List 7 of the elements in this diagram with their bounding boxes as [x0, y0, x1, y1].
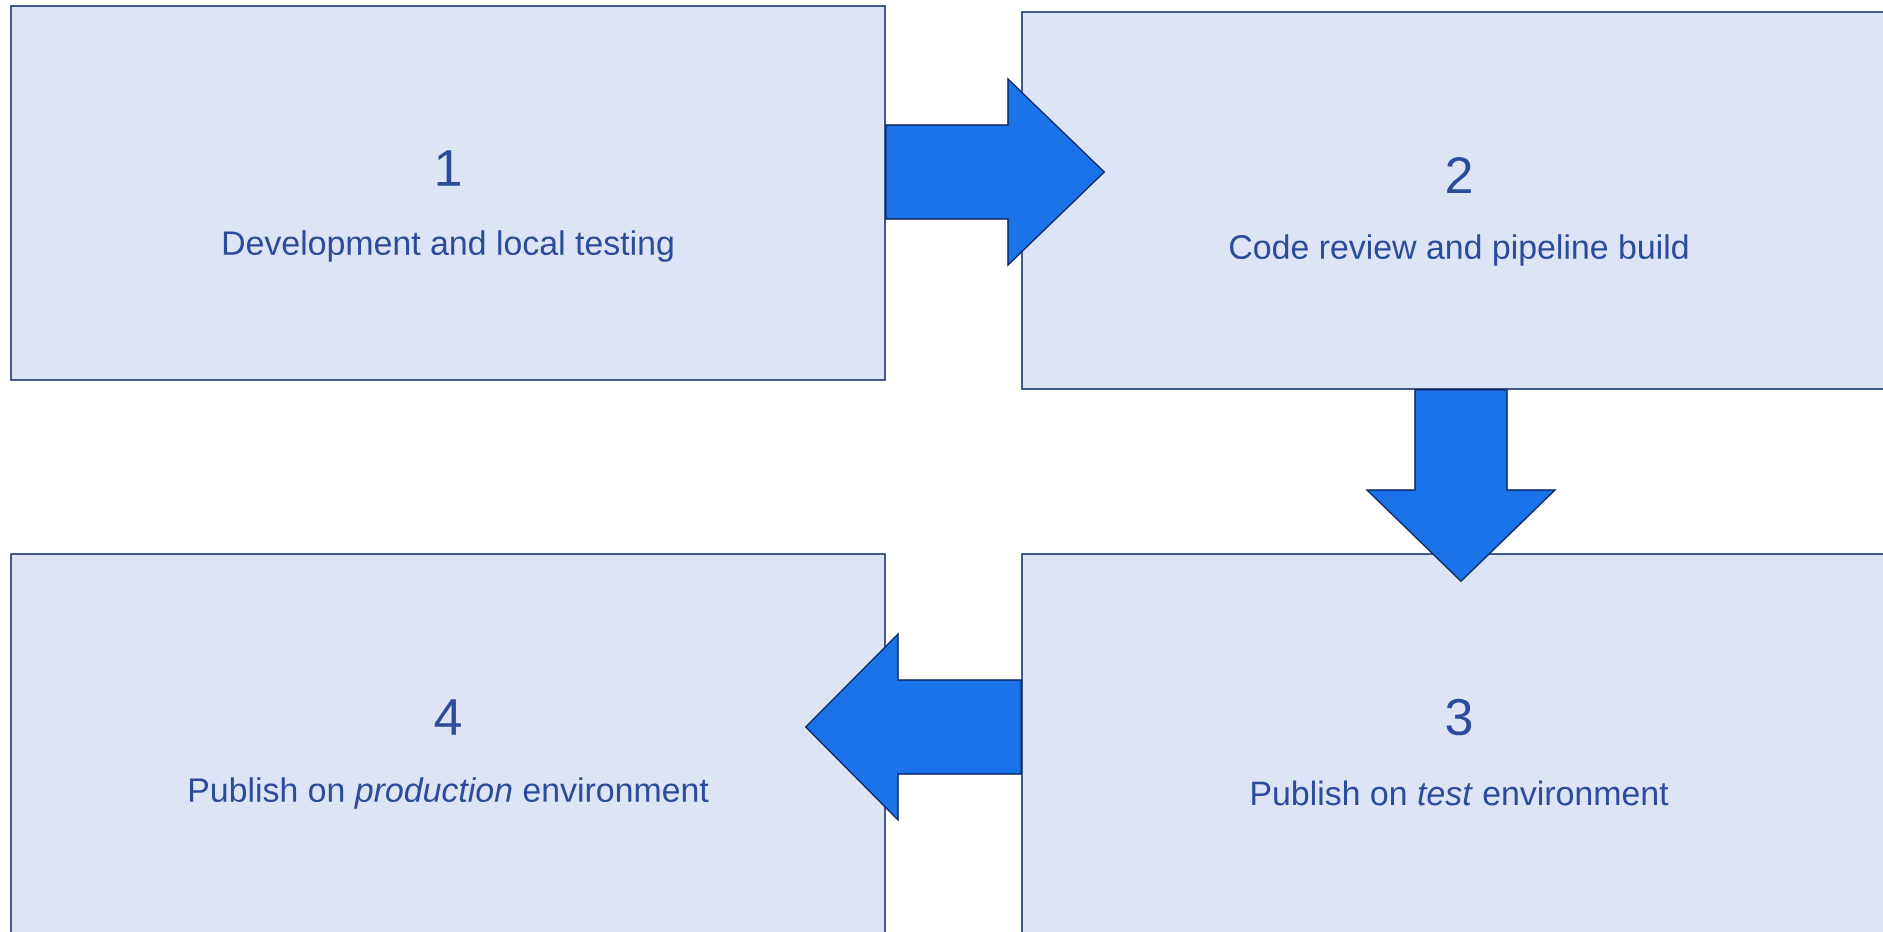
process-box: 2 Code review and pipeline build — [1021, 11, 1883, 390]
block-arrow — [1365, 389, 1557, 583]
process-box: 4 Publish on production environment — [10, 553, 886, 932]
process-box: 1 Development and local testing — [10, 5, 886, 381]
block-arrow — [804, 632, 1022, 822]
process-box: 3 Publish on test environment — [1021, 553, 1883, 932]
block-arrow — [885, 77, 1106, 267]
